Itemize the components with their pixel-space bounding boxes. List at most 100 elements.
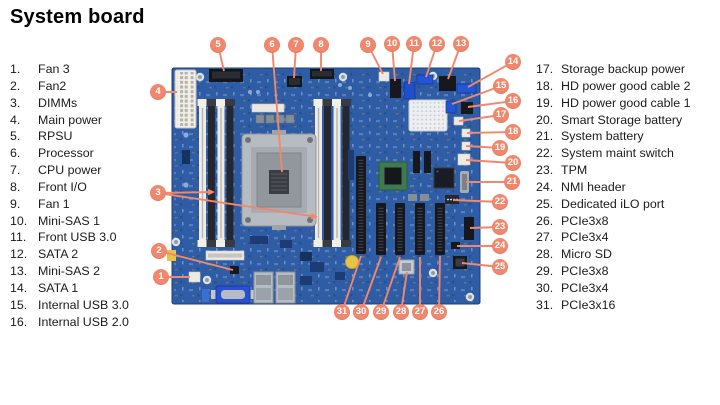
- vga-port: [211, 285, 255, 304]
- legend-item-label: Processor: [38, 146, 94, 161]
- legend-item-label: Fan2: [38, 78, 67, 93]
- fan1-connector: [378, 71, 390, 82]
- legend-item-22: 22. System maint switch: [536, 145, 691, 162]
- legend-item-11: 11.Front USB 3.0: [10, 229, 129, 246]
- legend-item-label: Mini-SAS 1: [38, 213, 100, 228]
- legend-item-28: 28. Micro SD: [536, 246, 691, 263]
- cpu-power-connector: [287, 76, 302, 87]
- legend-item-13: 13. Mini-SAS 2: [10, 263, 129, 280]
- legend-item-number: 1.: [10, 62, 21, 76]
- legend-item-label: PCIe3x8: [561, 213, 609, 228]
- legend-item-7: 7.CPU power: [10, 162, 129, 179]
- micro-sd-slot: [398, 259, 415, 275]
- legend-item-label: Front I/O: [38, 179, 87, 194]
- legend-item-8: 8. Front I/O: [10, 179, 129, 196]
- legend-item-number: 2.: [10, 78, 21, 93]
- legend-item-20: 20.Smart Storage battery: [536, 112, 691, 129]
- fan3-connector: [188, 271, 201, 283]
- sata1-connector: [456, 83, 477, 94]
- legend-item-label: TPM: [561, 163, 588, 178]
- legend-item-label: Fan 3: [38, 62, 70, 76]
- legend-item-19: 19. HD power good cable 1: [536, 95, 691, 112]
- legend-item-24: 24.NMI header: [536, 179, 691, 196]
- legend-item-label: Dedicated iLO port: [561, 196, 665, 211]
- legend-item-number: 25.: [536, 196, 554, 211]
- legend-item-number: 10.: [10, 213, 28, 228]
- legend-item-label: PCIe3x4: [561, 230, 609, 245]
- legend-item-number: 15.: [10, 297, 28, 312]
- legend-item-label: Micro SD: [561, 247, 612, 262]
- legend-item-15: 15.Internal USB 3.0: [10, 297, 129, 314]
- nmi-header: [451, 242, 460, 249]
- legend-item-label: System maint switch: [561, 146, 674, 161]
- left-edge-sticker: [167, 250, 176, 261]
- pch-chip: [378, 161, 408, 191]
- misc-chips: [182, 150, 429, 285]
- legend-item-number: 20.: [536, 112, 554, 127]
- legend-item-number: 23.: [536, 163, 554, 178]
- dimm-bank-left: [197, 99, 235, 247]
- legend-item-label: NMI header: [561, 179, 626, 194]
- bmc-chip: [433, 167, 455, 189]
- legend-item-label: DIMMs: [38, 95, 78, 110]
- legend-item-number: 29.: [536, 264, 554, 279]
- nic-ports: [253, 271, 296, 304]
- legend-item-label: SATA 1: [38, 280, 79, 295]
- legend-item-21: 21.System battery: [536, 128, 691, 145]
- legend-item-number: 12.: [10, 247, 28, 262]
- cpu-socket: [241, 130, 317, 230]
- mini-sas2-connector: [439, 76, 456, 91]
- pcie-slots: [356, 156, 445, 255]
- legend-item-number: 5.: [10, 129, 21, 144]
- legend-item-3: 3.DIMMs: [10, 95, 129, 112]
- legend-item-number: 14.: [10, 280, 28, 295]
- legend-item-10: 10. Mini-SAS 1: [10, 213, 129, 230]
- legend-item-27: 27. PCIe3x4: [536, 229, 691, 246]
- legend-item-2: 2. Fan2: [10, 78, 129, 95]
- dimm-bank-right: [313, 99, 351, 247]
- legend-item-number: 11.: [10, 230, 27, 245]
- legend-item-25: 25. Dedicated iLO port: [536, 196, 691, 213]
- legend-item-number: 6.: [10, 146, 21, 161]
- legend-item-23: 23. TPM: [536, 162, 691, 179]
- legend-item-number: 27.: [536, 230, 554, 245]
- legend-item-number: 22.: [536, 146, 554, 161]
- ilo-port: [453, 256, 467, 269]
- legend-item-label: RPSU: [38, 129, 73, 144]
- main-power-connector: [174, 69, 197, 129]
- front-io-connector: [310, 69, 334, 79]
- legend-item-label: PCIe3x16: [561, 297, 616, 312]
- front-panel-header: [205, 250, 245, 261]
- legend-item-label: HD power good cable 1: [561, 95, 691, 110]
- legend-item-label: Mini-SAS 2: [38, 264, 100, 279]
- page-title: System board: [10, 6, 145, 28]
- legend-item-number: 4.: [10, 112, 21, 127]
- rpsu-connector: [209, 69, 243, 82]
- legend-item-label: Internal USB 2.0: [38, 314, 129, 329]
- legend-item-number: 13.: [10, 264, 28, 279]
- legend-item-number: 8.: [10, 179, 21, 194]
- legend-item-number: 28.: [536, 247, 554, 262]
- legend-item-number: 16.: [10, 314, 28, 329]
- legend-item-1: 1. Fan 3: [10, 61, 129, 78]
- legend-item-6: 6. Processor: [10, 145, 129, 162]
- legend-item-4: 4.Main power: [10, 112, 129, 129]
- board-graphics: [167, 67, 481, 305]
- internal-usb3-connector: [445, 100, 457, 114]
- tpm-connector: [464, 217, 474, 240]
- legend-item-label: Storage backup power: [561, 62, 685, 76]
- legend-item-31: 31. PCIe3x16: [536, 297, 691, 314]
- legend-item-label: HD power good cable 2: [561, 78, 691, 93]
- front-usb3-connector: [403, 81, 416, 100]
- mini-sas1-connector: [390, 79, 401, 98]
- legend-item-5: 5. RPSU: [10, 128, 129, 145]
- legend-item-9: 9.Fan 1: [10, 196, 129, 213]
- legend-item-number: 19.: [536, 95, 554, 110]
- legend-item-number: 31.: [536, 297, 554, 312]
- legend-item-number: 21.: [536, 129, 554, 144]
- legend-item-number: 30.: [536, 280, 554, 295]
- fan2-component: [230, 266, 239, 274]
